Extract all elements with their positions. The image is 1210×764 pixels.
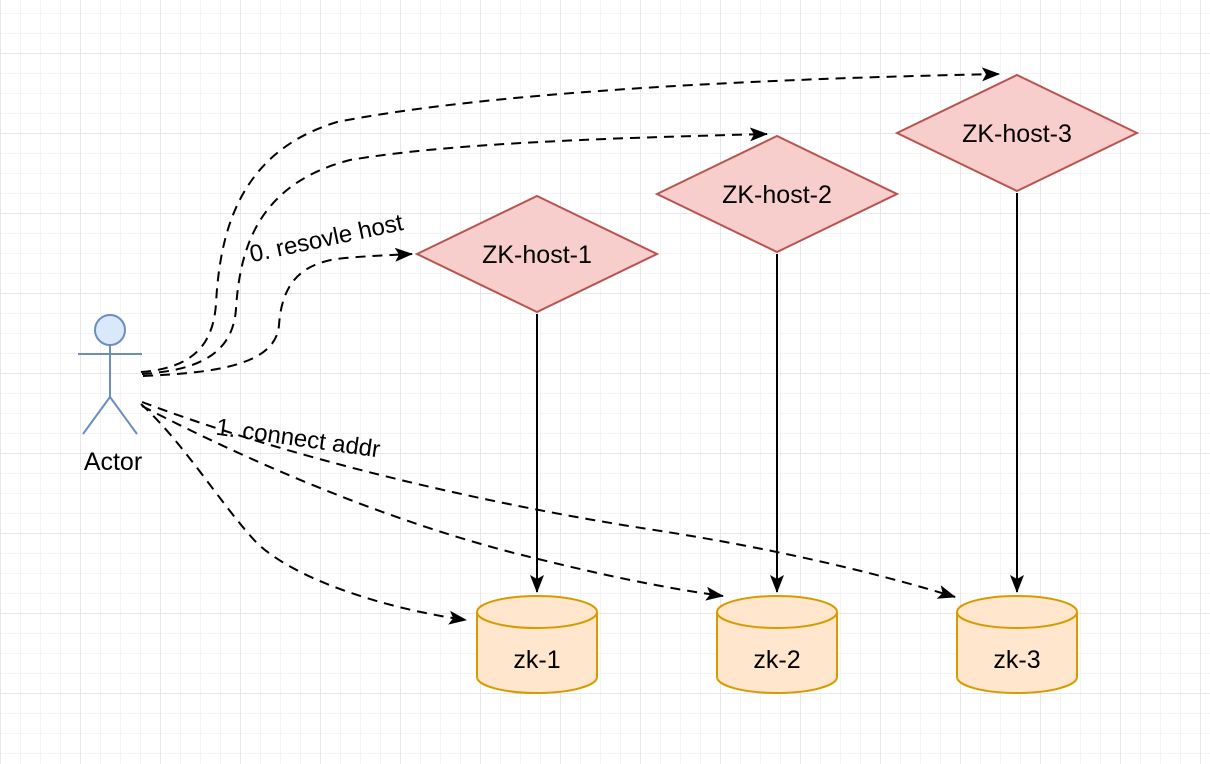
edge-connect-zk-1 bbox=[140, 403, 467, 625]
actor-shape: Actor bbox=[78, 314, 142, 476]
edge-resolve-zk-host-2 bbox=[141, 127, 768, 375]
cylinder-rim bbox=[716, 611, 838, 629]
zk-host-2-label: ZK-host-2 bbox=[722, 181, 832, 209]
edge-resolve-zk-host-3 bbox=[140, 67, 1000, 373]
diamond-shape bbox=[414, 194, 660, 314]
cylinder-shape bbox=[476, 595, 598, 694]
zk-host-1-label: ZK-host-1 bbox=[482, 241, 592, 269]
zk-host-3-diamond: ZK-host-3 bbox=[894, 73, 1140, 193]
actor-leg-right bbox=[109, 396, 138, 435]
edge-connect-zk-3 bbox=[141, 401, 956, 599]
zk-host-2-diamond: ZK-host-2 bbox=[654, 134, 900, 254]
edge-resolve-zk-host-1 bbox=[142, 247, 413, 377]
actor-leg-left bbox=[82, 396, 111, 435]
edge-connect-zk-2 bbox=[141, 405, 724, 601]
zk-3-cylinder: zk-3 bbox=[956, 595, 1078, 694]
diamond-shape bbox=[894, 73, 1140, 193]
zk-1-label: zk-1 bbox=[513, 646, 560, 674]
zk-2-cylinder: zk-2 bbox=[716, 595, 838, 694]
diamond-shape bbox=[654, 134, 900, 254]
cylinder-rim bbox=[476, 611, 598, 629]
cylinder-rim bbox=[956, 611, 1078, 629]
label-resolve-host: 0. resovle host bbox=[247, 209, 406, 268]
actor-label: Actor bbox=[84, 448, 142, 476]
zk-host-3-label: ZK-host-3 bbox=[962, 120, 1072, 148]
zk-1-cylinder: zk-1 bbox=[476, 595, 598, 694]
cylinder-shape bbox=[956, 595, 1078, 694]
zk-2-label: zk-2 bbox=[753, 646, 800, 674]
actor-head bbox=[94, 314, 126, 346]
zk-3-label: zk-3 bbox=[993, 646, 1040, 674]
cylinder-shape bbox=[716, 595, 838, 694]
zk-host-1-diamond: ZK-host-1 bbox=[414, 194, 660, 314]
label-connect-addr: 1. connect addr bbox=[214, 414, 382, 464]
